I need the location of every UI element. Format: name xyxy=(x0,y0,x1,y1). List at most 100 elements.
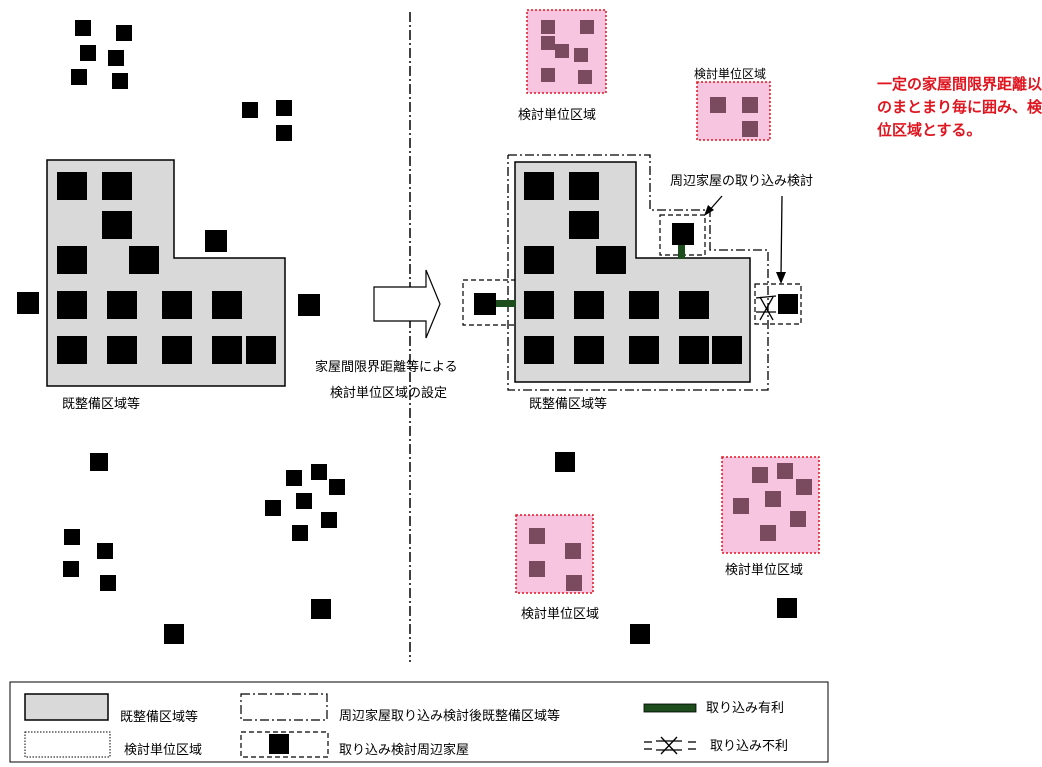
candidate-box-left xyxy=(462,279,519,326)
house xyxy=(329,479,345,495)
legend-after-swatch xyxy=(240,693,328,721)
house xyxy=(286,470,302,486)
unit-topright-label: 検討単位区域 xyxy=(694,67,767,81)
house xyxy=(116,25,132,41)
check-arrow-right xyxy=(776,195,786,284)
candidate-house xyxy=(474,293,496,315)
house xyxy=(679,291,709,319)
house xyxy=(524,172,554,200)
legend-advantageous-swatch xyxy=(643,703,697,713)
left-area-houses xyxy=(57,172,276,364)
house xyxy=(246,336,276,364)
unit-bottom-left-label: 検討単位区域 xyxy=(521,607,600,622)
house xyxy=(574,336,604,364)
unit-area-top xyxy=(526,9,607,94)
house xyxy=(112,73,128,89)
house xyxy=(57,336,87,364)
house xyxy=(311,599,331,619)
house xyxy=(276,100,292,116)
house xyxy=(71,69,87,85)
house xyxy=(569,172,599,200)
house xyxy=(108,50,124,66)
house xyxy=(524,291,554,319)
process-label-line2: 検討単位区域の設定 xyxy=(330,386,448,401)
house xyxy=(555,452,575,472)
house xyxy=(102,172,132,200)
unit-area-topright xyxy=(696,81,771,141)
explanation-note: 一定の家屋間限界距離以内 のまとまり毎に囲み、検討単 位区域とする。 xyxy=(877,75,1042,139)
house xyxy=(574,291,604,319)
legend-disadvantageous-icon xyxy=(644,736,696,755)
house xyxy=(64,529,80,545)
legend-existing-swatch xyxy=(24,693,109,721)
house xyxy=(57,246,87,274)
house xyxy=(212,291,242,319)
advantageous-connector xyxy=(494,300,516,307)
left-bottom-houses xyxy=(63,453,345,644)
house xyxy=(298,294,320,316)
house xyxy=(321,512,337,528)
house xyxy=(162,336,192,364)
legend-advantageous-label: 取り込み有利 xyxy=(706,701,785,716)
house xyxy=(629,336,659,364)
legend-candidate-house xyxy=(269,734,289,754)
house xyxy=(212,336,242,364)
candidate-house xyxy=(778,294,798,314)
house xyxy=(129,246,159,274)
house xyxy=(296,493,312,509)
house xyxy=(205,230,227,252)
process-label-line1: 家屋間限界距離等による xyxy=(315,360,458,375)
house xyxy=(80,45,96,61)
right-area-label: 既整備区域等 xyxy=(529,397,608,412)
unit-area-bottom-right xyxy=(721,456,820,554)
house xyxy=(524,246,554,274)
legend-existing-label: 既整備区域等 xyxy=(120,710,199,725)
house xyxy=(265,500,281,516)
unit-bottom-right-label: 検討単位区域 xyxy=(725,563,804,578)
house xyxy=(164,624,184,644)
after-inclusion-boundary xyxy=(507,154,769,391)
legend-after-label: 周辺家屋取り込み検討後既整備区域等 xyxy=(339,709,561,724)
house xyxy=(97,543,113,559)
house xyxy=(524,336,554,364)
house xyxy=(90,453,108,471)
house xyxy=(629,291,659,319)
advantageous-connector xyxy=(678,243,685,259)
candidate-box-right xyxy=(754,283,802,325)
house xyxy=(107,336,137,364)
house xyxy=(596,246,626,274)
surround-check-label: 周辺家屋の取り込み検討 xyxy=(670,174,814,189)
house xyxy=(777,598,797,618)
house xyxy=(712,336,742,364)
process-arrow-icon xyxy=(373,269,441,339)
house xyxy=(102,211,132,239)
left-scattered-houses xyxy=(17,20,320,316)
house xyxy=(57,291,87,319)
right-area-houses xyxy=(524,172,742,364)
disadvantageous-x-icon xyxy=(755,295,777,321)
check-arrow-left xyxy=(704,195,723,216)
house xyxy=(17,292,39,314)
house xyxy=(75,20,91,36)
house xyxy=(100,575,116,591)
house xyxy=(107,291,137,319)
house xyxy=(311,464,327,480)
unit-area-bottom-left xyxy=(515,514,594,594)
legend-unit-label: 検討単位区域 xyxy=(124,743,203,758)
legend-disadvantageous-label: 取り込み不利 xyxy=(710,739,789,754)
house xyxy=(63,561,79,577)
unit-top-label: 検討単位区域 xyxy=(518,108,597,123)
left-area-label: 既整備区域等 xyxy=(62,397,141,412)
legend-unit-swatch xyxy=(24,731,111,758)
house xyxy=(162,291,192,319)
house xyxy=(276,125,292,141)
house xyxy=(242,102,258,118)
candidate-house xyxy=(672,223,694,245)
legend-candidate-label: 取り込み検討周辺家屋 xyxy=(339,743,470,758)
house xyxy=(57,172,87,200)
house xyxy=(569,211,599,239)
house xyxy=(679,336,709,364)
house xyxy=(292,525,308,541)
house xyxy=(630,624,650,644)
